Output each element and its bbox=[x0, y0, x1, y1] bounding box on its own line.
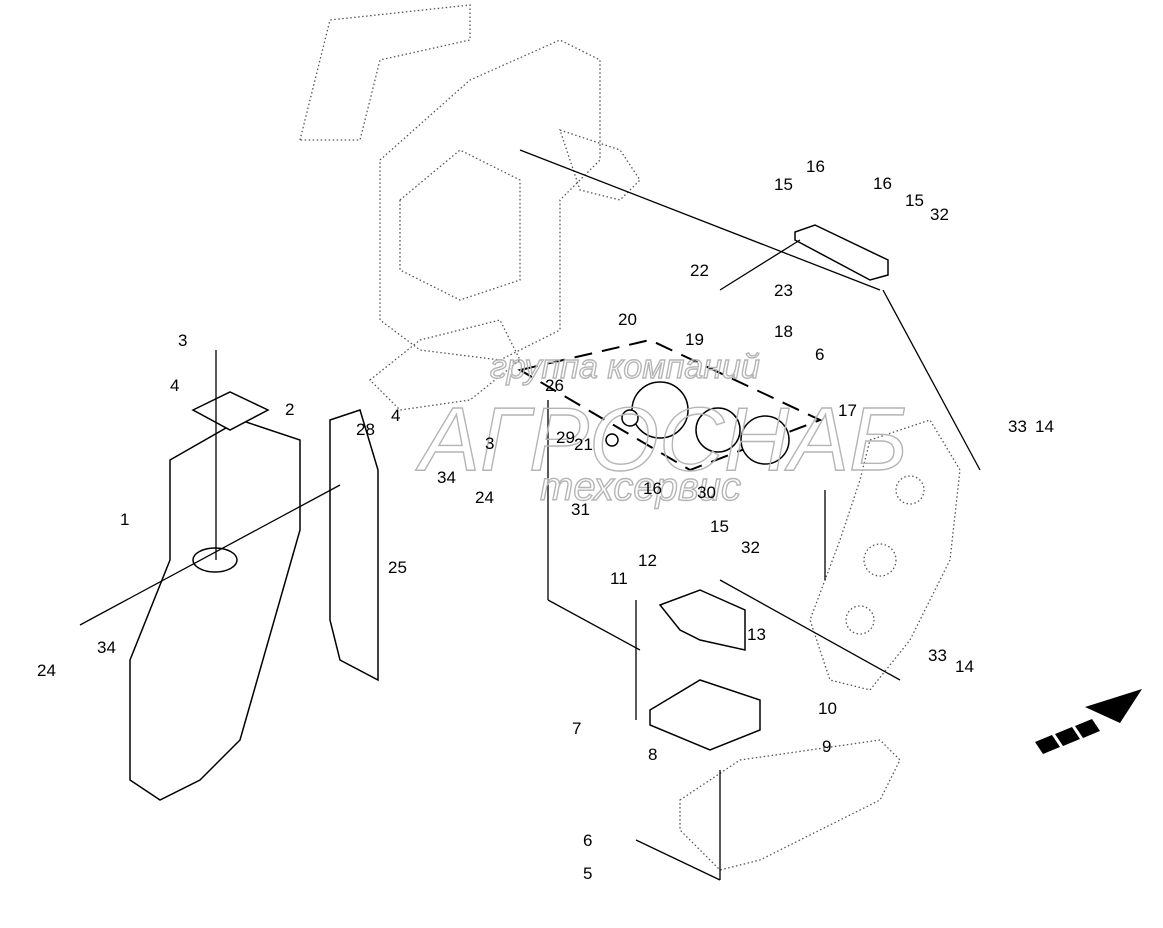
callout-24: 24 bbox=[37, 661, 56, 680]
callout-19: 19 bbox=[685, 330, 704, 349]
leader-lines bbox=[79, 149, 981, 881]
watermark-line1: группа компаний bbox=[490, 348, 760, 386]
callout-8: 8 bbox=[648, 745, 657, 764]
callout-3: 3 bbox=[485, 434, 494, 453]
callout-29: 29 bbox=[556, 428, 575, 447]
part-13-bracket bbox=[658, 589, 746, 651]
part-23-bracket bbox=[794, 224, 889, 281]
callout-34: 34 bbox=[437, 468, 456, 487]
callout-28: 28 bbox=[356, 420, 375, 439]
callout-16: 16 bbox=[643, 479, 662, 498]
callout-15: 15 bbox=[905, 191, 924, 210]
callout-20: 20 bbox=[618, 310, 637, 329]
callout-9: 9 bbox=[822, 737, 831, 756]
callout-22: 22 bbox=[690, 261, 709, 280]
callout-30: 30 bbox=[697, 483, 716, 502]
callout-33: 33 bbox=[928, 646, 947, 665]
coupling-assembly bbox=[517, 338, 823, 472]
callout-11: 11 bbox=[610, 569, 628, 588]
callout-1: 1 bbox=[120, 510, 129, 529]
forward-direction-arrow-icon bbox=[1035, 689, 1142, 754]
callout-34: 34 bbox=[97, 638, 116, 657]
callout-16: 16 bbox=[806, 157, 825, 176]
callout-21: 21 bbox=[574, 435, 593, 454]
callout-33: 33 bbox=[1008, 417, 1027, 436]
callout-25: 25 bbox=[388, 558, 407, 577]
callout-6: 6 bbox=[583, 831, 592, 850]
watermark: группа компаний АГРОСНАБ техсервис bbox=[414, 347, 908, 509]
part-8-base-bracket bbox=[649, 679, 761, 751]
callout-14: 14 bbox=[955, 657, 974, 676]
base-skid-outline bbox=[679, 739, 901, 871]
callout-16: 16 bbox=[873, 174, 892, 193]
callout-10: 10 bbox=[818, 699, 837, 718]
part-1-cover bbox=[129, 419, 301, 801]
callout-14: 14 bbox=[1035, 417, 1054, 436]
callout-31: 31 bbox=[571, 500, 590, 519]
callout-labels: 1 2 3 3 4 4 5 6 6 7 8 9 10 11 12 13 14 1… bbox=[37, 157, 1054, 883]
callout-3: 3 bbox=[178, 331, 187, 350]
callout-13: 13 bbox=[747, 625, 766, 644]
callout-18: 18 bbox=[774, 322, 793, 341]
callout-4: 4 bbox=[170, 376, 179, 395]
callout-12: 12 bbox=[638, 551, 657, 570]
callout-26: 26 bbox=[545, 376, 564, 395]
watermark-line2: АГРОСНАБ bbox=[415, 390, 908, 490]
callout-15: 15 bbox=[710, 517, 729, 536]
callout-4: 4 bbox=[391, 406, 400, 425]
callout-24: 24 bbox=[475, 488, 494, 507]
part-2-plate bbox=[191, 391, 270, 431]
callout-5: 5 bbox=[583, 864, 592, 883]
callout-17: 17 bbox=[838, 401, 857, 420]
callout-6: 6 bbox=[815, 345, 824, 364]
callout-7: 7 bbox=[572, 719, 581, 738]
gearbox-housing-outline bbox=[809, 419, 961, 691]
callout-23: 23 bbox=[774, 281, 793, 300]
callout-15: 15 bbox=[774, 175, 793, 194]
watermark-line3: техсервис bbox=[540, 465, 741, 509]
part-25-bracket bbox=[329, 409, 379, 682]
machine-frame-outline bbox=[299, 4, 641, 411]
callout-2: 2 bbox=[285, 400, 294, 419]
callout-32: 32 bbox=[741, 538, 760, 557]
callout-32: 32 bbox=[930, 205, 949, 224]
